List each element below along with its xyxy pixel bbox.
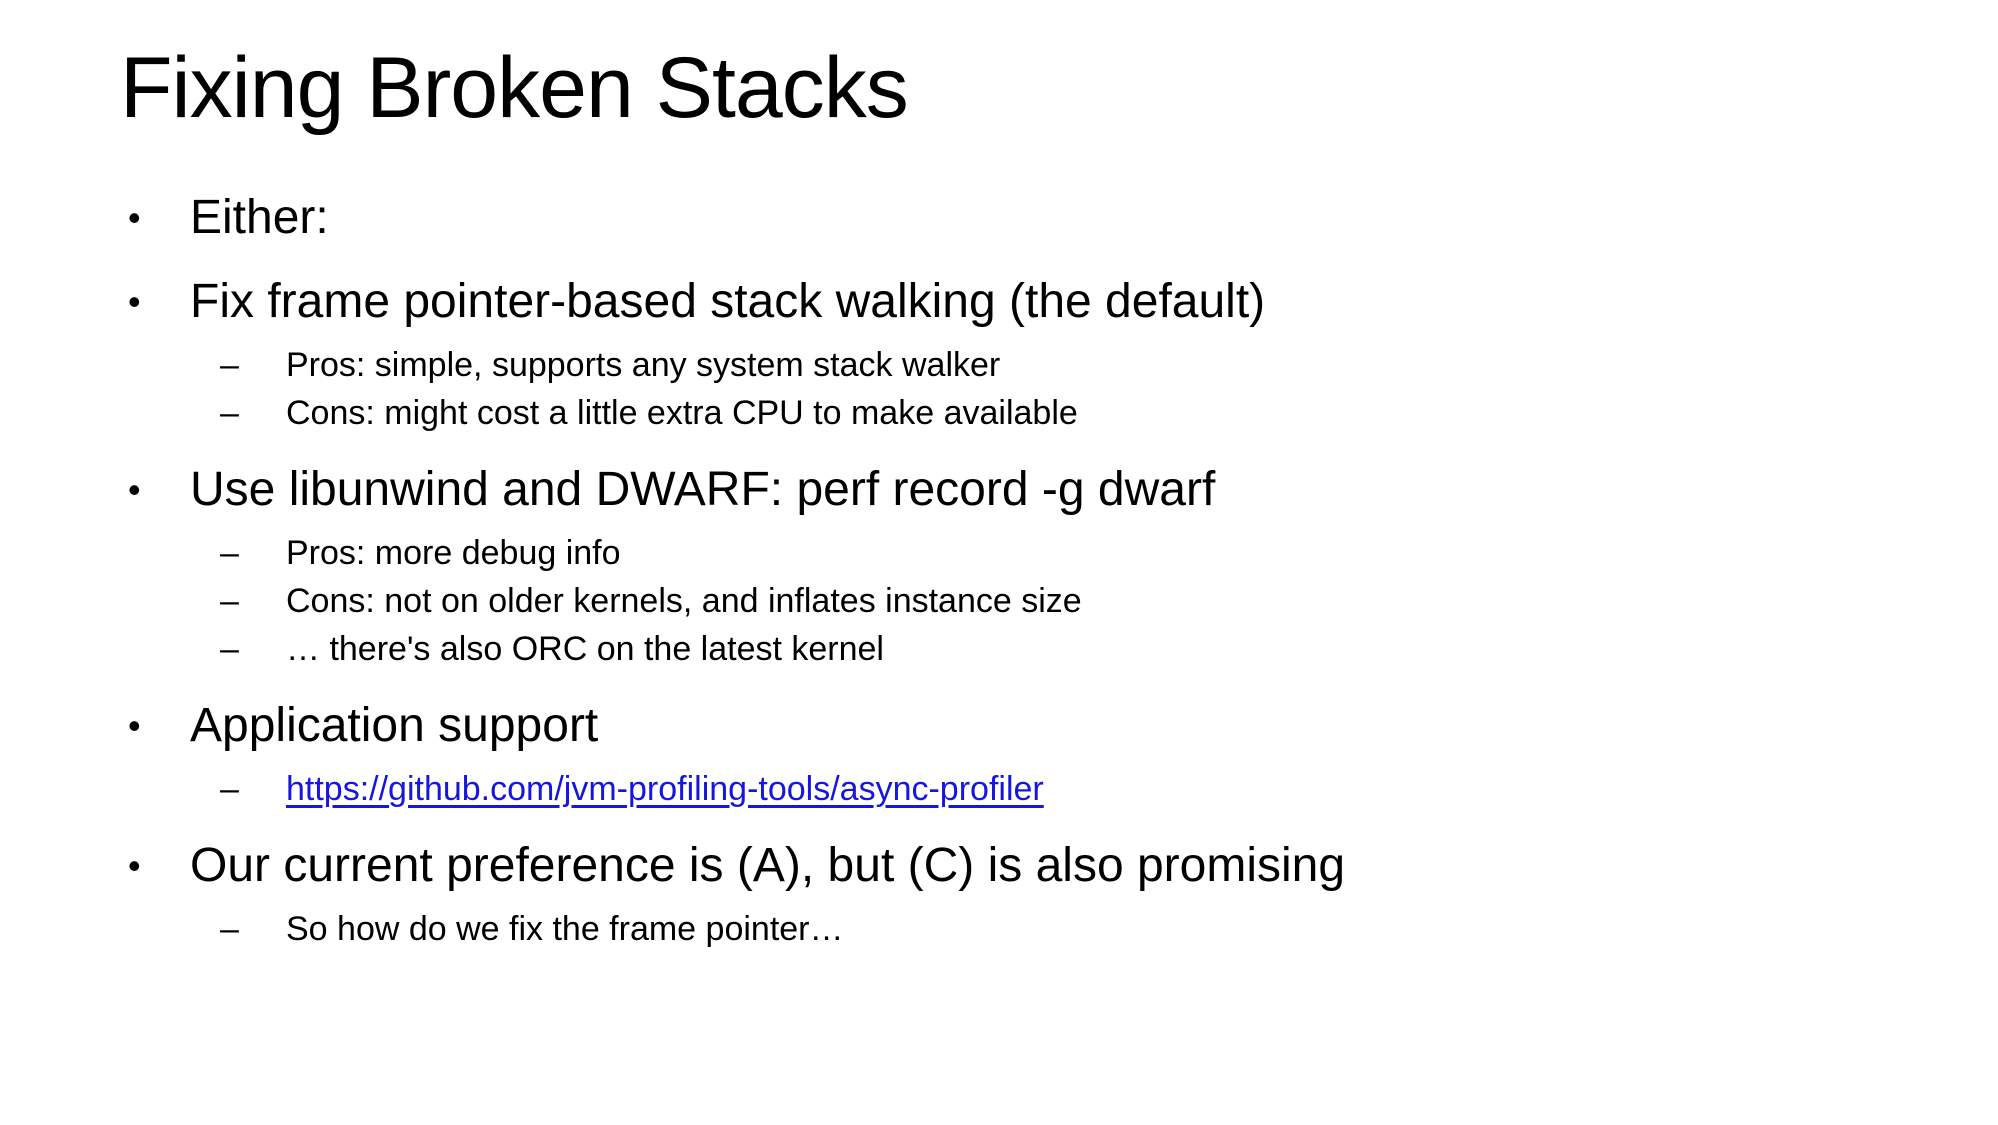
bullet-text: Cons: not on older kernels, and inflates… bbox=[286, 582, 1082, 621]
dash-icon: – bbox=[220, 630, 239, 669]
bullet-text: https://github.com/jvm-profiling-tools/a… bbox=[286, 765, 1938, 813]
slide-title: Fixing Broken Stacks bbox=[120, 40, 909, 136]
bullet-text: Cons: might cost a little extra CPU to m… bbox=[286, 394, 1078, 433]
bullet-item: • Application support bbox=[120, 695, 1938, 757]
bullet-text: Either: bbox=[190, 191, 329, 245]
bullet-dot-icon: • bbox=[128, 705, 141, 747]
bullet-text: So how do we fix the frame pointer… bbox=[286, 910, 844, 949]
bullet-text: Pros: simple, supports any system stack … bbox=[286, 346, 1001, 385]
dash-icon: – bbox=[220, 534, 239, 573]
dash-icon: – bbox=[220, 394, 239, 433]
bullet-dot-icon: • bbox=[128, 281, 141, 323]
dash-icon: – bbox=[220, 910, 239, 949]
bullet-item: – Cons: might cost a little extra CPU to … bbox=[220, 389, 1938, 437]
bullet-dot-icon: • bbox=[128, 845, 141, 887]
bullet-item: – … there's also ORC on the latest kernel bbox=[220, 625, 1938, 673]
bullet-text: … there's also ORC on the latest kernel bbox=[286, 630, 884, 669]
bullet-item: • Fix frame pointer-based stack walking (… bbox=[120, 271, 1938, 333]
bullet-text: Use libunwind and DWARF: perf record -g … bbox=[190, 463, 1216, 517]
bullet-item: • Use libunwind and DWARF: perf record -g… bbox=[120, 459, 1938, 521]
bullet-text: Our current preference is (A), but (C) i… bbox=[190, 839, 1346, 893]
bullet-item: – So how do we fix the frame pointer… bbox=[220, 905, 1938, 953]
dash-icon: – bbox=[220, 582, 239, 621]
async-profiler-link[interactable]: https://github.com/jvm-profiling-tools/a… bbox=[286, 770, 1044, 809]
bullet-dot-icon: • bbox=[128, 469, 141, 511]
bullet-text: Fix frame pointer-based stack walking (t… bbox=[190, 275, 1266, 329]
bullet-item: • Our current preference is (A), but (C) … bbox=[120, 835, 1938, 897]
bullet-dot-icon: • bbox=[128, 197, 141, 239]
bullet-item: – Pros: more debug info bbox=[220, 529, 1938, 577]
bullet-text: Application support bbox=[190, 699, 599, 753]
bullet-item: • Either: bbox=[120, 187, 1938, 249]
dash-icon: – bbox=[220, 346, 239, 385]
dash-icon: – bbox=[220, 770, 239, 809]
bullet-item: – Cons: not on older kernels, and inflate… bbox=[220, 577, 1938, 625]
bullet-item: – https://github.com/jvm-profiling-tools/… bbox=[220, 765, 1938, 813]
bullet-list: • Either: • Fix frame pointer-based stack w… bbox=[120, 187, 1938, 953]
bullet-text: Pros: more debug info bbox=[286, 534, 621, 573]
bullet-item: – Pros: simple, supports any system stack… bbox=[220, 341, 1938, 389]
